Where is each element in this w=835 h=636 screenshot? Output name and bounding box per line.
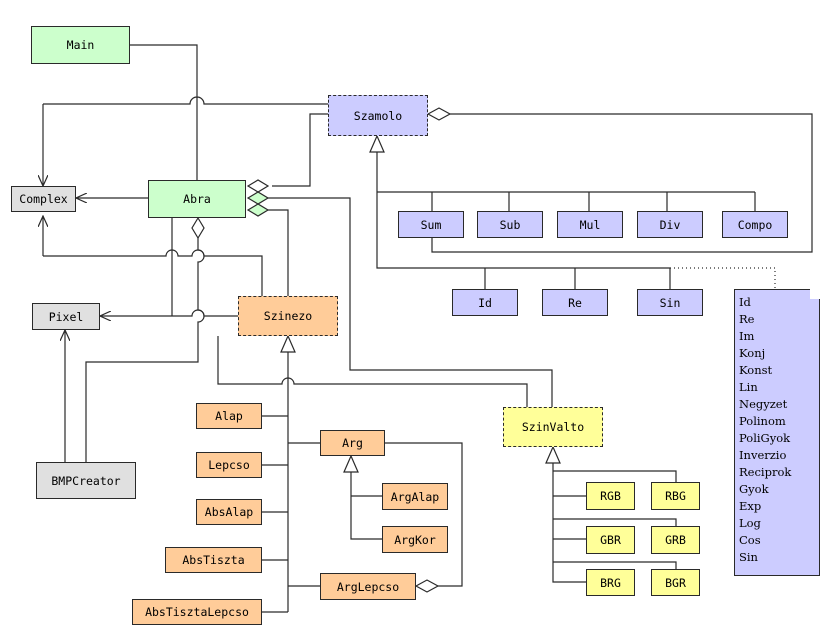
abra-szinvalto-route (268, 197, 553, 407)
abra-bmp-route (85, 238, 205, 462)
note-item: Inverzio (739, 448, 787, 462)
szinezo-class[interactable]: Szinezo (238, 296, 338, 336)
arg-triangle (343, 454, 359, 473)
sub-class[interactable]: Sub (477, 211, 543, 238)
note-item: Gyok (739, 482, 769, 496)
rgb-class[interactable]: RGB (586, 482, 635, 510)
pixel-class[interactable]: Pixel (32, 303, 100, 330)
szamolo-triangle (369, 134, 385, 153)
mul-class[interactable]: Mul (557, 211, 623, 238)
lepcso-class[interactable]: Lepcso (196, 452, 262, 478)
note-item: Polinom (739, 414, 786, 428)
argalap-class[interactable]: ArgAlap (382, 483, 448, 510)
main-class[interactable]: Main (31, 26, 130, 64)
alap-class[interactable]: Alap (196, 403, 262, 429)
szamolo-diamond (426, 107, 452, 121)
note-item: Konj (739, 346, 766, 360)
div-class[interactable]: Div (637, 211, 703, 238)
szinezo-complex-route (43, 249, 263, 296)
complex-class[interactable]: Complex (11, 186, 76, 212)
abra-diamond-2 (246, 191, 270, 205)
note-fold-corner (810, 289, 820, 299)
argkor-class[interactable]: ArgKor (382, 526, 448, 553)
abra-szinezo-route (268, 209, 289, 296)
sum-class[interactable]: Sum (398, 211, 464, 238)
note-item: Negyzet (739, 397, 788, 411)
note-item: Cos (739, 533, 761, 547)
note-link (670, 267, 776, 289)
note-item: Im (739, 329, 755, 343)
function-list-note: Id Re Im Konj Konst Lin Negyzet Polinom … (734, 289, 820, 576)
note-item: Id (739, 295, 751, 309)
note-item: PoliGyok (739, 431, 791, 445)
bgr-class[interactable]: BGR (651, 569, 700, 596)
szamolo-class[interactable]: Szamolo (328, 95, 428, 136)
note-item: Konst (739, 363, 773, 377)
bmpcreator-class[interactable]: BMPCreator (36, 462, 136, 499)
arglepcso-arg-link (385, 442, 463, 587)
main-complex-link (43, 44, 328, 180)
szinezo-pixel-route (100, 309, 238, 316)
grb-class[interactable]: GRB (651, 526, 700, 554)
note-item: Lin (739, 380, 758, 394)
gbr-class[interactable]: GBR (586, 526, 635, 554)
id-class[interactable]: Id (452, 289, 518, 316)
abstisztalepcso-class[interactable]: AbsTisztaLepcso (132, 599, 262, 625)
arglepcso-class[interactable]: ArgLepcso (320, 573, 416, 600)
arglepcso-diamond (414, 579, 440, 593)
szinvalto-inheritance-bus (552, 463, 677, 583)
szamolo-aggregation-link (450, 113, 813, 253)
absalap-class[interactable]: AbsAlap (196, 499, 262, 525)
sin-class[interactable]: Sin (637, 289, 703, 316)
compo-class[interactable]: Compo (722, 211, 788, 238)
abra-szamolo-link (272, 113, 328, 187)
abra-class[interactable]: Abra (148, 180, 246, 218)
szinvalto-class[interactable]: SzinValto (503, 407, 603, 447)
abstiszta-class[interactable]: AbsTiszta (165, 547, 262, 573)
abra-bottom-diamond (191, 216, 205, 240)
abra-diamond-3 (246, 203, 270, 217)
re-class[interactable]: Re (542, 289, 608, 316)
sum-compo-bottom (431, 238, 788, 253)
note-item: Reciprok (739, 465, 792, 479)
rbg-class[interactable]: RBG (651, 482, 700, 510)
abra-diamond-1 (246, 179, 270, 193)
note-item: Re (739, 312, 755, 326)
note-item: Log (739, 516, 761, 530)
szinezo-inheritance-bus (262, 352, 320, 613)
note-item: Sin (739, 550, 758, 564)
szinezo-triangle (280, 334, 296, 353)
brg-class[interactable]: BRG (586, 569, 635, 596)
szamolo-inheritance-bus (376, 152, 756, 289)
szinvalto-triangle (545, 445, 561, 464)
szinezo-szinvalto-route (217, 336, 528, 407)
note-item: Exp (739, 499, 762, 513)
arg-class[interactable]: Arg (320, 430, 385, 456)
arg-inheritance-bus (350, 472, 382, 540)
